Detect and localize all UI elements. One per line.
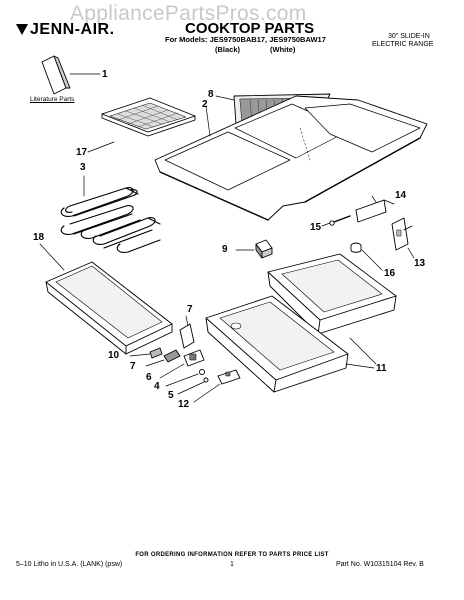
drip-tray-lower-part [205, 295, 377, 393]
page-number: 1 [230, 561, 234, 568]
part-number: Part No. W10315104 Rev. B [336, 561, 424, 568]
switch-clip-part [129, 347, 163, 359]
brand-logo: JENN-AIR. [16, 21, 115, 39]
callout-14: 14 [395, 190, 407, 201]
callout-11: 11 [376, 363, 387, 374]
watermark-text: AppliancePartsPros.com [70, 2, 307, 25]
switch-part [145, 349, 181, 367]
broiler-pan-part [39, 243, 173, 355]
callout-7-upper: 7 [187, 304, 193, 315]
grease-cup-part [235, 239, 273, 259]
callout-15: 15 [310, 222, 322, 233]
model-numbers: For Models: JES9750BAB17, JES9750BAW17 [165, 35, 326, 44]
mounting-clip-part [391, 217, 415, 259]
knob-insert-part [165, 369, 205, 387]
ordering-info-note: FOR ORDERING INFORMATION REFER TO PARTS … [135, 552, 329, 558]
cooktop-glass-part [154, 95, 428, 221]
callout-12: 12 [178, 399, 190, 410]
plug-part [350, 242, 383, 271]
callout-9: 9 [222, 244, 228, 255]
callout-13: 13 [414, 258, 426, 269]
bracket-part [355, 195, 395, 223]
callout-1: 1 [102, 69, 108, 80]
range-type-line1: 30" SLIDE-IN [388, 33, 430, 40]
model-colors: (Black) (White) [215, 45, 325, 54]
callout-3: 3 [80, 162, 86, 173]
callout-17: 17 [76, 147, 88, 158]
terminal-block-part [193, 369, 241, 403]
literature-booklet-part [41, 55, 101, 95]
page-title: COOKTOP PARTS [185, 20, 315, 37]
brand-triangle-icon [16, 24, 28, 35]
literature-parts-label: Literature Parts [30, 96, 75, 103]
callout-8: 8 [208, 89, 214, 100]
screw-part [321, 215, 351, 227]
rotary-switch-part [159, 349, 205, 379]
color-black-label: (Black) [215, 45, 241, 54]
callout-5: 5 [168, 390, 174, 401]
litho-info: 5–10 Litho in U.S.A. (LANK) (psw) [16, 561, 123, 568]
color-white-label: (White) [270, 45, 296, 54]
spring-part [177, 377, 209, 395]
callout-4: 4 [154, 381, 160, 392]
callout-6: 6 [146, 372, 152, 383]
heating-elements-part [60, 175, 161, 253]
brand-name: JENN-AIR. [30, 21, 115, 38]
range-type-line2: ELECTRIC RANGE [372, 41, 434, 48]
callout-18: 18 [33, 232, 45, 243]
callout-2: 2 [202, 99, 208, 110]
callout-10: 10 [108, 350, 120, 361]
callout-16: 16 [384, 268, 396, 279]
switch-bracket-part [179, 315, 195, 349]
callout-7-lower: 7 [130, 361, 136, 372]
broiler-grid-part [87, 97, 196, 153]
